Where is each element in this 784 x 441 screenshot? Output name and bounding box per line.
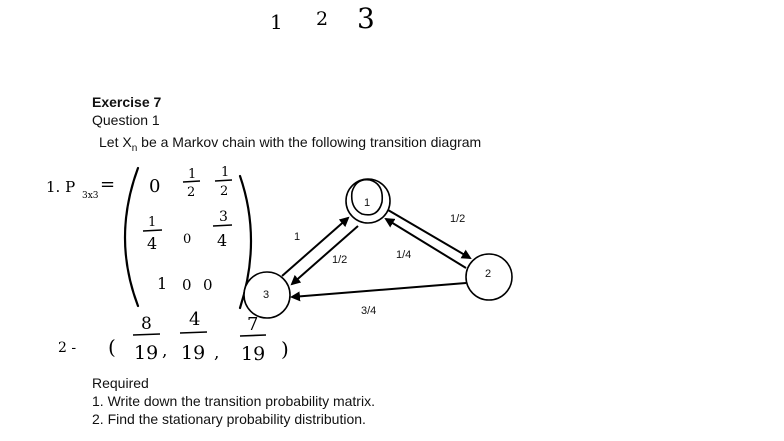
matrix-r3c1: 1: [157, 274, 167, 293]
state-node-1: 1: [345, 178, 391, 224]
stationary-1-bar: [132, 333, 161, 336]
stationary-1-num: 8: [141, 314, 152, 334]
stationary-3-bar: [239, 334, 267, 337]
matrix-r1c3-den: 2: [220, 184, 228, 199]
top-scribble-2: 2: [316, 8, 329, 30]
stationary-close-paren: ): [281, 337, 289, 361]
matrix-r2c1-den: 4: [147, 234, 157, 253]
stationary-3-den: 19: [241, 343, 265, 365]
matrix-r2c1-bar: [142, 229, 163, 232]
edge-1-to-2: [387, 209, 472, 260]
intro-subscript: n: [131, 142, 138, 154]
matrix-r2c1-num: 1: [148, 215, 156, 230]
exercise-intro: Let Xn be a Markov chain with the follow…: [99, 134, 481, 154]
node-3-label: 3: [263, 289, 269, 301]
stationary-2-bar: [179, 331, 208, 334]
matrix-r2c3-num: 3: [219, 209, 228, 225]
matrix-r1c3-bar: [214, 179, 233, 182]
matrix-r1c1: 0: [149, 176, 160, 197]
edge-1-to-3: [290, 225, 359, 286]
required-item-1: 1. Write down the transition probability…: [92, 393, 375, 409]
matrix-r2c3-den: 4: [217, 231, 227, 250]
matrix-r1c3-num: 1: [221, 165, 229, 180]
item2-label: 2 -: [58, 340, 76, 356]
matrix-r3c3: 0: [203, 276, 213, 294]
item1-equals: =: [100, 174, 115, 195]
intro-text: Let X: [99, 134, 132, 150]
stationary-1-den: 19: [134, 342, 158, 364]
matrix-r3c2: 0: [182, 276, 192, 294]
matrix-r1c2-bar: [182, 180, 201, 183]
top-scribble-3: 3: [357, 2, 375, 35]
matrix-r1c2-num: 1: [188, 167, 196, 182]
stationary-2-num: 4: [189, 309, 200, 330]
state-node-3: 3: [243, 271, 291, 319]
edge-2-to-1: [384, 217, 467, 269]
stationary-open-paren: (: [108, 335, 116, 359]
intro-rest: be a Markov chain with the following tra…: [137, 134, 482, 150]
matrix-r1c2-den: 2: [187, 185, 195, 200]
stationary-2-den: 19: [181, 342, 205, 364]
top-scribble-1: 1: [270, 10, 283, 34]
required-item-2: 2. Find the stationary probability distr…: [92, 411, 366, 427]
node-2-label: 2: [485, 268, 491, 280]
edge-label-1-to-2: 1/2: [450, 213, 465, 225]
edge-label-2-to-1: 1/4: [396, 249, 411, 261]
state-node-2: 2: [465, 253, 513, 301]
matrix-r2c3-bar: [212, 224, 233, 227]
node-1-label: 1: [364, 197, 370, 209]
item1-label: 1. P: [46, 178, 75, 196]
edge-label-1-to-3: 1/2: [332, 254, 347, 266]
exercise-title: Exercise 7: [92, 94, 162, 110]
edge-3-to-1: [281, 216, 350, 277]
stationary-3-num: 7: [247, 314, 258, 335]
matrix-r2c2: 0: [183, 232, 191, 247]
edge-label-3-to-1: 1: [294, 231, 300, 243]
stationary-comma-1: ,: [162, 341, 167, 361]
matrix-left-bracket: [123, 166, 140, 308]
required-heading: Required: [92, 375, 149, 391]
edge-2-to-3: [290, 282, 467, 302]
item1-subscript: 3x3: [82, 191, 99, 201]
stationary-comma-2: ,: [214, 343, 219, 363]
question-label: Question 1: [92, 112, 160, 128]
edge-label-2-to-3: 3/4: [361, 305, 376, 317]
